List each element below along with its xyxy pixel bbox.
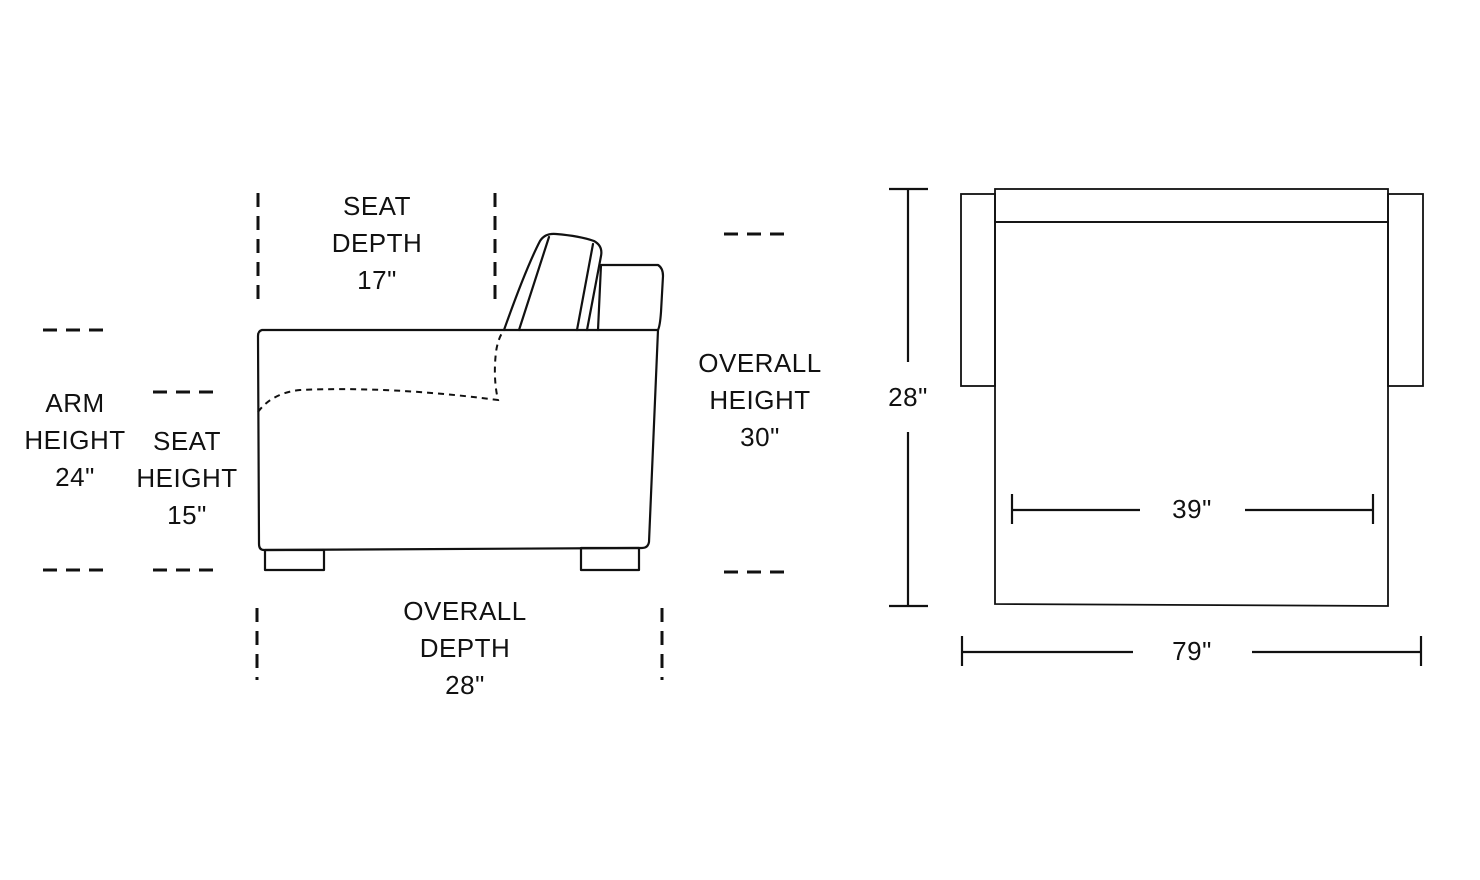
arm-height-label: ARM HEIGHT 24" [15,385,135,496]
top-arm-left [960,193,996,387]
top-depth-value: 28" [888,382,928,412]
top-depth-label: 28" [868,379,948,416]
overall-height-value: 30" [740,422,780,452]
side-view-sofa [256,232,665,572]
overall-depth-line1: OVERALL [403,596,527,626]
side-arm-body [256,328,660,552]
side-back-pillow [502,232,603,332]
seat-depth-value: 17" [357,265,397,295]
top-overall-width-dimension [960,636,1423,666]
top-view-sofa [960,188,1424,607]
seat-height-value: 15" [167,500,207,530]
seat-width-label: 39" [1152,491,1232,528]
overall-width-value: 79" [1172,636,1212,666]
arm-height-line1: ARM [45,388,105,418]
top-arm-right [1387,193,1424,387]
overall-depth-value: 28" [445,670,485,700]
overall-depth-line2: DEPTH [419,633,511,663]
side-seat-hidden-line [257,329,505,413]
seat-height-label: SEAT HEIGHT 15" [127,423,247,534]
top-back-rail [994,188,1389,223]
arm-height-line2: HEIGHT [24,425,126,455]
seat-depth-line2: DEPTH [331,228,423,258]
overall-height-line1: OVERALL [698,348,822,378]
side-back-pillow-seam-rear [575,242,595,332]
side-foot-front [263,548,326,572]
seat-depth-label: SEAT DEPTH 17" [317,188,437,299]
seat-height-line1: SEAT [153,426,221,456]
top-seat-width-dimension [1010,494,1375,524]
side-foot-rear [579,546,641,572]
seat-depth-line1: SEAT [343,191,411,221]
overall-depth-label: OVERALL DEPTH 28" [395,593,535,704]
seat-height-line2: HEIGHT [136,463,238,493]
overall-width-label: 79" [1152,633,1232,670]
side-back-cushion-rear [596,263,665,332]
arm-height-value: 24" [55,462,95,492]
seat-width-value: 39" [1172,494,1212,524]
top-depth-dimension [889,187,928,608]
top-seat-area [994,221,1389,607]
side-back-pillow-seam-front [517,235,551,332]
overall-height-label: OVERALL HEIGHT 30" [690,345,830,456]
overall-height-line2: HEIGHT [709,385,811,415]
